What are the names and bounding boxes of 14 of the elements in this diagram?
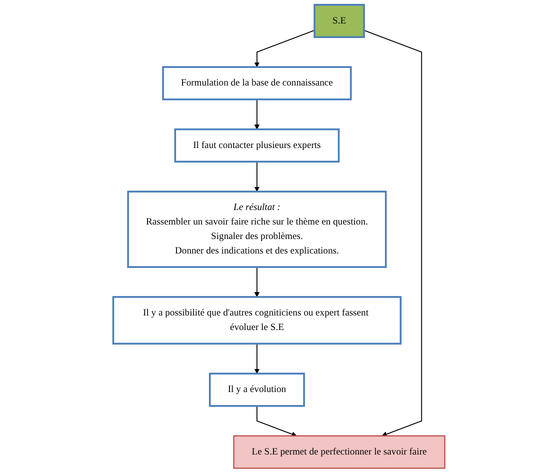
- arrow: [254, 98, 260, 130]
- node-box: Formulation de la base de connaissance: [162, 66, 352, 100]
- arrow: [254, 30, 315, 68]
- arrow: [254, 266, 260, 298]
- arrow: [254, 161, 260, 192]
- node-box: Il y a possibilité que d'autres cogniticiens ou expert fassent évoluer le S.E: [112, 296, 402, 345]
- node-box: Le résultat : Rassembler un savoir faire riche sur le thème en question. Signaler des problèmes. Donner des indications et des explications.: [127, 190, 387, 268]
- arrow: [364, 30, 422, 437]
- arrow: [256, 406, 297, 437]
- node-box: S.E: [314, 4, 365, 38]
- node-box: Le S.E permet de perfectionner le savoir faire: [233, 435, 446, 469]
- node-box: Il y a évolution: [208, 372, 305, 407]
- node-box: Il faut contacter plusieurs experts: [174, 128, 340, 163]
- arrow: [254, 343, 260, 374]
